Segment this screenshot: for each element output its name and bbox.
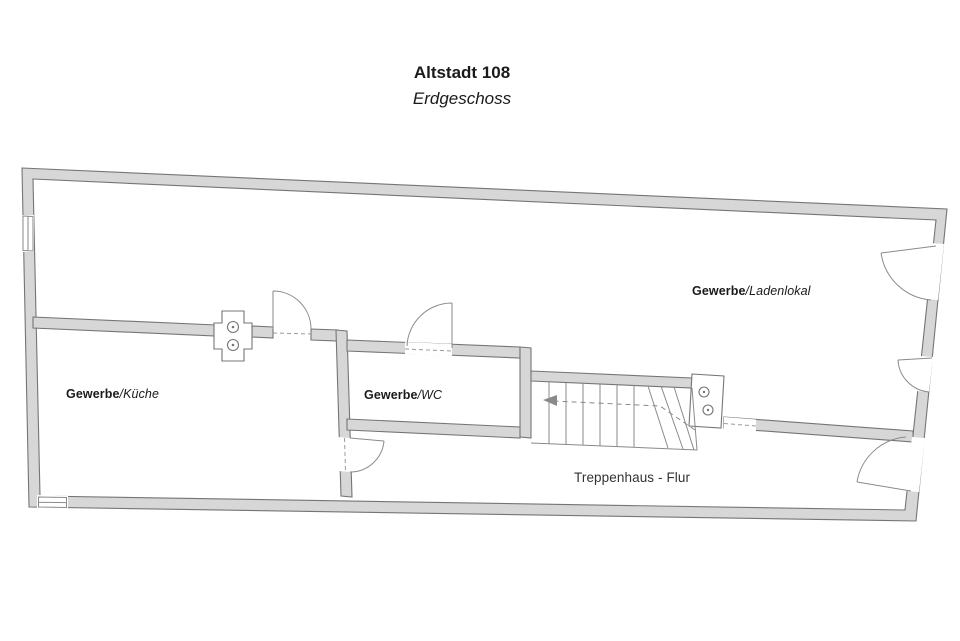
wall-stair-north — [530, 370, 693, 389]
window-left — [22, 215, 34, 252]
room-label-treppenhaus: Treppenhaus - Flur — [574, 470, 690, 485]
chimney-left-dot-1 — [231, 325, 235, 329]
room-label-kueche: Gewerbe/Küche — [66, 387, 159, 401]
room-label-wc-prefix: Gewerbe — [364, 388, 418, 402]
room-label-wc-name: /WC — [417, 388, 443, 402]
door-wc-north — [406, 302, 453, 348]
wall-kueche-east — [335, 329, 353, 498]
door-swings-group — [272, 245, 937, 492]
opening-right-door-bottom — [906, 437, 925, 492]
staircase — [530, 382, 698, 451]
chimney-right-dot-1 — [702, 390, 706, 394]
room-label-kueche-name: /Küche — [119, 387, 160, 401]
opening-right-window-mid — [916, 356, 933, 392]
stair-walk-line — [552, 400, 696, 431]
room-label-kueche-prefix: Gewerbe — [66, 387, 120, 401]
window-bottom-left — [38, 496, 67, 509]
outer-wall — [21, 167, 948, 522]
lintel-corridor-door — [344, 437, 346, 472]
stair-treads — [548, 382, 635, 447]
stair-winder-treads — [647, 385, 695, 451]
building-title: Altstadt 108 — [413, 63, 511, 82]
door-entrance-top-right — [880, 245, 937, 301]
room-label-wc: Gewerbe/WC — [364, 388, 442, 402]
opening-wc-door — [405, 342, 452, 356]
stair-bottom-edge — [530, 387, 698, 451]
floor-title: Erdgeschoss — [412, 89, 512, 108]
opening-right-door-top — [925, 243, 944, 300]
door-kueche-north — [272, 290, 312, 330]
room-label-treppenhaus-name: Treppenhaus - Flur — [574, 470, 691, 485]
chimney-left-outline — [213, 310, 253, 362]
stair-direction-arrow — [543, 395, 557, 406]
lintel-flur-passage — [723, 423, 757, 427]
title-block: Altstadt 108 Erdgeschoss — [337, 60, 587, 112]
room-label-ladenlokal-name: /Ladenlokal — [745, 284, 811, 298]
wall-kueche-north-a — [32, 316, 217, 337]
chimney-right-outline — [688, 373, 725, 429]
chimney-left — [213, 310, 253, 362]
room-label-ladenlokal: Gewerbe/Ladenlokal — [692, 284, 811, 298]
door-bottom-right — [856, 436, 912, 492]
lintel-wc-door — [404, 348, 453, 352]
chimney-left-dot-2 — [231, 343, 235, 347]
lintel-lines-group — [272, 332, 757, 472]
door-corridor — [349, 437, 385, 473]
wall-kueche-north-b — [251, 325, 274, 339]
lintel-kueche-door — [272, 332, 312, 335]
room-label-ladenlokal-prefix: Gewerbe — [692, 284, 746, 298]
chimney-right — [688, 373, 725, 429]
window-glyphs-group — [22, 215, 67, 509]
openings-group — [21, 215, 944, 509]
window-swing-mid-right — [897, 357, 933, 393]
wall-wc-east — [519, 346, 532, 439]
wall-wc-south — [346, 418, 521, 439]
wall-kueche-north-c — [310, 328, 339, 342]
walls-group — [21, 167, 948, 522]
chimney-right-dot-2 — [706, 408, 710, 412]
